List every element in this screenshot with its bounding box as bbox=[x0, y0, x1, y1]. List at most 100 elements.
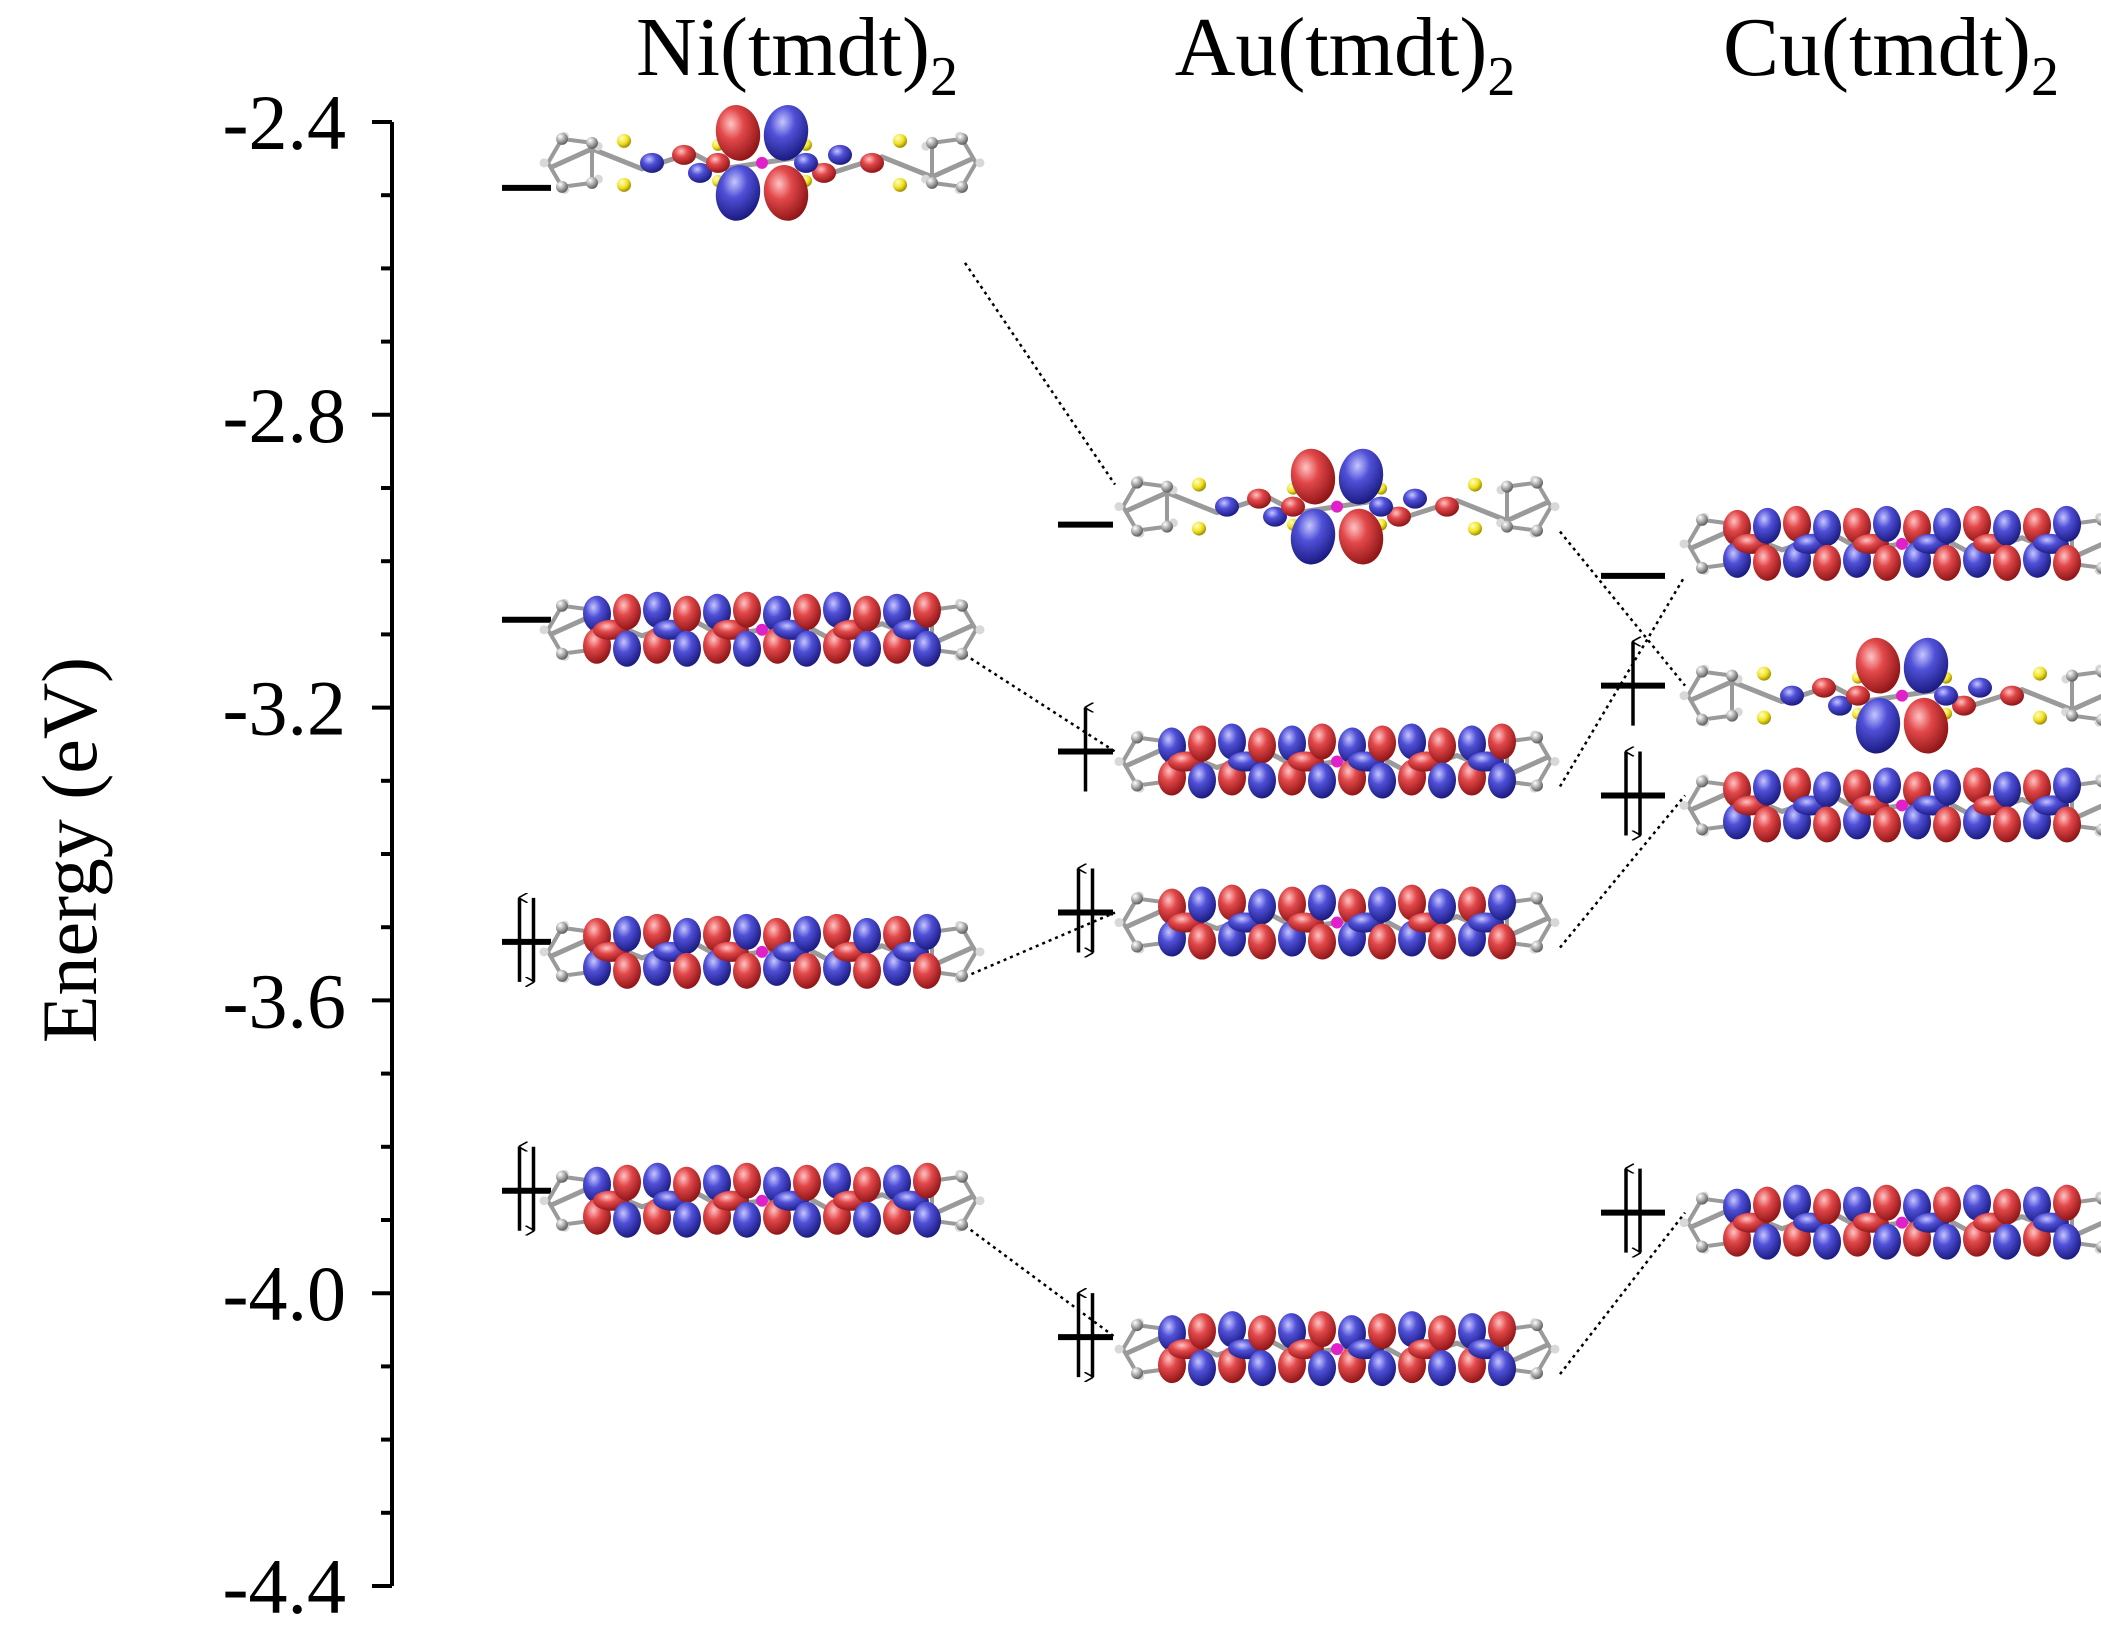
carbon-atom bbox=[2096, 665, 2101, 678]
orbital-lobe bbox=[732, 1162, 762, 1199]
orbital-lobe bbox=[2052, 505, 2082, 542]
sulfur-atom bbox=[1468, 477, 1482, 492]
carbon-atom bbox=[1131, 892, 1143, 905]
energy-level bbox=[1058, 448, 1560, 565]
carbon-atom bbox=[2096, 823, 2101, 836]
correlation-line bbox=[964, 911, 1116, 978]
correlation-line bbox=[964, 653, 1116, 753]
energy-levels bbox=[502, 105, 2101, 1387]
orbital-lobe bbox=[1281, 496, 1305, 517]
orbital-lobe bbox=[1812, 806, 1842, 843]
orbital-lobe bbox=[1932, 507, 1962, 544]
carbon-atom bbox=[556, 1170, 568, 1183]
orbital-lobe bbox=[1932, 769, 1962, 806]
metal-atom bbox=[1896, 799, 1908, 812]
orbital-lobe bbox=[852, 1201, 882, 1238]
orbital-lobe bbox=[1782, 505, 1812, 542]
orbital-lobe bbox=[2000, 685, 2024, 706]
hydrogen-atom bbox=[1550, 918, 1560, 928]
orbital-lobe bbox=[1812, 1188, 1842, 1225]
sulfur-atom bbox=[617, 177, 631, 192]
carbon-atom bbox=[956, 599, 968, 612]
sulfur-atom bbox=[2033, 710, 2047, 725]
correlation-line bbox=[1558, 575, 1687, 788]
orbital-metal-d bbox=[539, 105, 985, 221]
orbital-lobe bbox=[913, 630, 941, 667]
carbon-atom bbox=[1531, 524, 1543, 537]
y-axis-ticks: -2.4-2.8-3.2-3.6-4.0-4.4 bbox=[223, 79, 392, 1626]
orbital-lobe bbox=[1248, 727, 1276, 764]
orbital-lobe bbox=[812, 162, 836, 183]
y-tick-label: -2.8 bbox=[223, 372, 346, 459]
hydrogen-atom bbox=[1550, 1344, 1560, 1354]
orbital-lobe bbox=[792, 593, 822, 630]
orbital-isosurface bbox=[640, 105, 884, 221]
orbital-isosurface bbox=[1157, 723, 1517, 799]
orbital-lobe bbox=[1307, 884, 1337, 921]
orbital-lobe bbox=[1307, 1350, 1337, 1387]
orbital-lobe bbox=[1872, 806, 1902, 843]
carbon-atom bbox=[1696, 775, 1708, 788]
orbital-lobe bbox=[672, 595, 702, 632]
orbital-ligand-pi bbox=[539, 1162, 985, 1238]
orbital-lobe bbox=[822, 1162, 852, 1199]
orbital-lobe bbox=[913, 591, 941, 628]
orbital-lobe bbox=[643, 591, 671, 628]
y-axis-title: Energy (eV) bbox=[26, 657, 113, 1043]
orbital-lobe bbox=[1427, 727, 1457, 764]
sulfur-atom bbox=[617, 133, 631, 148]
orbital-lobe bbox=[1247, 488, 1271, 509]
metal-atom bbox=[1331, 1343, 1343, 1356]
orbital-lobe bbox=[1968, 677, 1992, 698]
energy-level bbox=[502, 591, 985, 667]
orbital-lobe bbox=[912, 952, 942, 989]
correlation-line bbox=[1559, 794, 1686, 949]
orbital-lobe bbox=[1367, 762, 1397, 799]
orbital-lobe bbox=[702, 1164, 732, 1201]
orbital-lobe bbox=[793, 1164, 821, 1201]
orbital-lobe bbox=[732, 952, 762, 989]
carbon-atom bbox=[1531, 779, 1543, 792]
orbital-lobe bbox=[1247, 1350, 1277, 1387]
orbital-lobe bbox=[612, 630, 642, 667]
carbon-atom bbox=[1131, 524, 1143, 537]
column-cu bbox=[1601, 505, 2101, 1260]
orbital-lobe bbox=[1782, 1184, 1812, 1221]
metal-atom bbox=[756, 1194, 768, 1207]
orbital-lobe bbox=[1217, 884, 1247, 921]
orbital-lobe bbox=[612, 1201, 642, 1238]
carbon-atom bbox=[1531, 892, 1543, 905]
orbital-lobe bbox=[1277, 1313, 1307, 1350]
carbon-atom bbox=[1696, 1192, 1708, 1205]
y-tick-label: -4.4 bbox=[223, 1543, 346, 1626]
carbon-atom bbox=[956, 647, 968, 660]
orbital-lobe bbox=[1427, 1315, 1457, 1352]
orbital-lobe bbox=[1427, 762, 1457, 799]
y-tick-label: -4.0 bbox=[223, 1250, 346, 1337]
energy-level bbox=[1058, 708, 1560, 799]
column-header-cu: Cu(tmdt)2 bbox=[1723, 1, 2059, 108]
orbital-lobe bbox=[1403, 488, 1427, 509]
carbon-atom bbox=[1161, 480, 1173, 493]
orbital-lobe bbox=[612, 593, 642, 630]
carbon-atom bbox=[926, 176, 938, 189]
orbital-lobe bbox=[1487, 1350, 1517, 1387]
orbital-lobe bbox=[1338, 448, 1384, 505]
hydrogen-atom bbox=[1114, 502, 1124, 512]
orbital-lobe bbox=[1427, 923, 1457, 960]
orbital-isosurface bbox=[582, 1162, 942, 1238]
carbon-atom bbox=[956, 921, 968, 934]
orbital-lobe bbox=[640, 152, 664, 173]
carbon-atom bbox=[1131, 940, 1143, 953]
carbon-atom bbox=[2096, 775, 2101, 788]
metal-atom bbox=[1331, 916, 1343, 929]
orbital-lobe bbox=[1932, 806, 1962, 843]
orbital-lobe bbox=[1932, 544, 1962, 581]
orbital-lobe bbox=[715, 105, 761, 161]
orbital-lobe bbox=[1952, 695, 1976, 716]
orbital-lobe bbox=[1247, 888, 1277, 925]
orbital-lobe bbox=[1812, 1223, 1842, 1260]
orbital-lobe bbox=[642, 1162, 672, 1199]
carbon-atom bbox=[556, 180, 568, 193]
orbital-lobe bbox=[1872, 505, 1902, 542]
